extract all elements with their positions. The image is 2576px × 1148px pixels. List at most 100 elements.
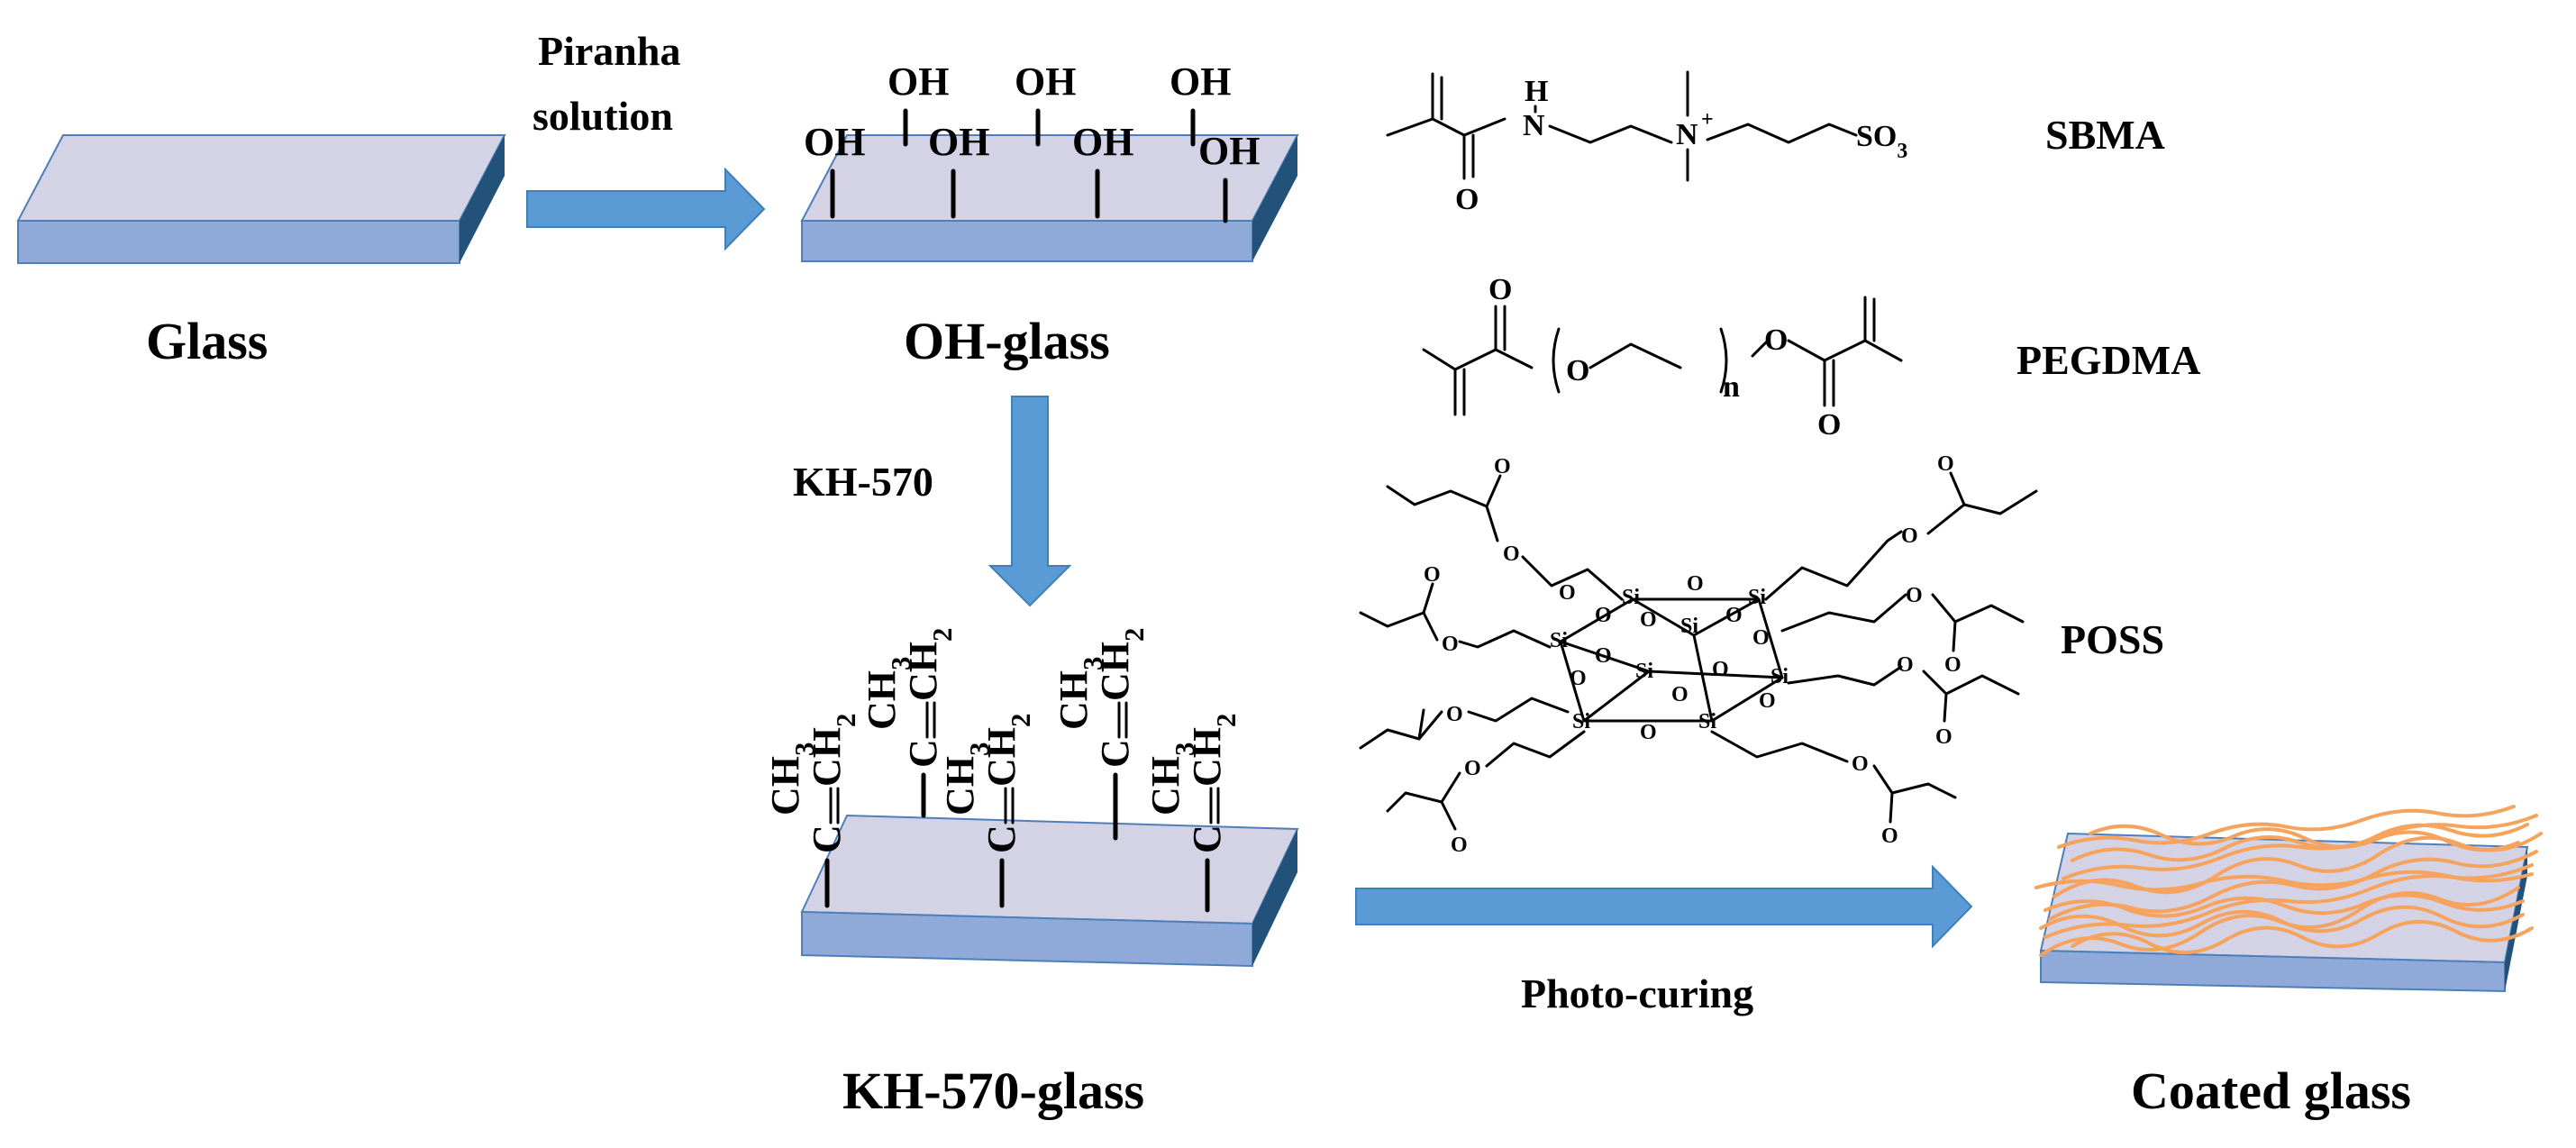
oh-group-3: OH <box>928 120 989 164</box>
coated-glass-plate <box>2039 832 2529 993</box>
glass-plate <box>16 134 506 264</box>
coating-fiber <box>2044 893 2525 918</box>
poss-arm8-co: O <box>1881 825 1898 848</box>
poss-o-4: O <box>1640 608 1657 632</box>
photo-curing-arrow <box>1355 864 1973 949</box>
sbma-carbonyl-o: O <box>1455 183 1479 216</box>
poss-o-11: O <box>1671 683 1689 706</box>
poss-arm7-o: O <box>1464 757 1481 780</box>
poss-o-10: O <box>1640 721 1657 744</box>
oh-group-5: OH <box>1072 120 1133 164</box>
poss-arm6-co: O <box>1935 725 1952 749</box>
piranha-label-line2: solution <box>532 93 673 139</box>
poss-arm1-co: O <box>1494 455 1511 478</box>
sbma-h: H <box>1525 75 1548 108</box>
coated-glass-label: Coated glass <box>2131 1061 2411 1120</box>
pegdma-o-ether: O <box>1566 354 1589 387</box>
poss-name: POSS <box>2061 616 2164 662</box>
poss-si-8: Si <box>1698 710 1716 733</box>
methacrylate-groups: C CH2 CH3 C CH2 CH3 C CH2 CH3 C CH2 <box>763 628 1242 913</box>
poss-arm4-o: O <box>1906 584 1923 607</box>
coating-fiber <box>2071 920 2534 954</box>
poss-o-7: O <box>1712 658 1729 681</box>
pegdma-o-right-carbonyl: O <box>1817 408 1841 442</box>
carbon-1: C <box>805 825 849 853</box>
coating-fiber <box>2071 823 2529 862</box>
methylene-5: CH2 <box>1185 714 1242 787</box>
methyl-1: CH3 <box>763 743 820 815</box>
poss-si-1: Si <box>1622 586 1640 609</box>
poss-arm2-o: O <box>1901 524 1918 548</box>
methyl-2: CH3 <box>860 657 916 730</box>
poss-arm1-o: O <box>1503 542 1520 566</box>
poss-structure: Si Si Si Si Si Si Si Si O O O O O O O O … <box>1359 452 2164 857</box>
sbma-name: SBMA <box>2045 112 2165 158</box>
oh-glass-label: OH-glass <box>904 312 1110 370</box>
sbma-n-amide: N <box>1523 109 1545 142</box>
poss-arm4-co: O <box>1944 653 1962 677</box>
piranha-arrow <box>526 167 766 251</box>
oh-glass-plate <box>800 134 1299 262</box>
poss-o-9: O <box>1759 689 1776 713</box>
coating-fiber <box>2053 832 2543 898</box>
sbma-structure: O H N N + SO3 SBMA <box>1386 70 2165 216</box>
oh-group-4: OH <box>1015 59 1076 104</box>
poss-arm7-co: O <box>1451 834 1468 857</box>
poss-o-6: O <box>1752 626 1770 650</box>
poss-si-7: Si <box>1572 710 1590 733</box>
carbon-4: C <box>1093 739 1137 768</box>
pegdma-o-ester: O <box>1764 323 1788 357</box>
poss-si-2: Si <box>1748 586 1766 609</box>
pegdma-o-left-carbonyl: O <box>1488 273 1512 306</box>
polymer-coating-fibers <box>2034 805 2543 957</box>
coating-fiber <box>2034 870 2534 892</box>
poss-o-2: O <box>1595 604 1612 627</box>
kh570-glass-plate <box>800 814 1299 968</box>
poss-arm3-o: O <box>1442 633 1459 656</box>
coating-fiber <box>2062 814 2538 880</box>
kh570-label: KH-570 <box>793 459 933 505</box>
pegdma-name: PEGDMA <box>2016 337 2200 383</box>
poss-si-6: Si <box>1770 665 1789 688</box>
methylene-1: CH2 <box>805 714 861 787</box>
poss-arm8-o: O <box>1852 752 1869 776</box>
methylene-3: CH2 <box>979 714 1036 787</box>
carbon-3: C <box>979 825 1024 853</box>
sbma-so3: SO3 <box>1856 120 1907 163</box>
poss-o-12: O <box>1559 581 1576 605</box>
sbma-plus: + <box>1701 108 1714 132</box>
poss-o-1: O <box>1687 572 1704 596</box>
piranha-label-line1: Piranha <box>538 28 680 74</box>
poss-arm6-o: O <box>1897 653 1914 677</box>
pegdma-n: n <box>1723 370 1740 404</box>
oh-group-6: OH <box>1170 59 1231 104</box>
coating-fiber <box>2039 905 2525 938</box>
methylene-4: CH2 <box>1093 628 1150 701</box>
carbon-5: C <box>1185 825 1229 853</box>
glass-label: Glass <box>146 312 268 370</box>
kh570-glass-label: KH-570-glass <box>842 1061 1144 1120</box>
oh-group-7: OH <box>1198 129 1260 173</box>
poss-o-8: O <box>1570 667 1587 690</box>
methyl-3: CH3 <box>938 743 995 815</box>
methyl-5: CH3 <box>1143 743 1200 815</box>
poss-arm5-o: O <box>1446 703 1463 726</box>
coating-fiber <box>2048 850 2538 921</box>
poss-o-5: O <box>1595 644 1612 668</box>
poss-arm3-co: O <box>1424 563 1441 587</box>
poss-si-4: Si <box>1550 629 1568 652</box>
sbma-n-quaternary: N <box>1676 118 1698 151</box>
hydroxyl-groups: OH OH OH OH OH OH OH <box>804 59 1260 223</box>
coating-fiber <box>2089 824 2520 852</box>
poss-o-3: O <box>1725 604 1743 627</box>
carbon-2: C <box>901 739 945 768</box>
kh570-arrow <box>988 396 1072 607</box>
methyl-4: CH3 <box>1051 657 1108 730</box>
photo-curing-label: Photo-curing <box>1521 970 1753 1016</box>
poss-si-3: Si <box>1680 615 1698 638</box>
oh-group-1: OH <box>804 120 865 164</box>
coating-fiber <box>2057 805 2516 849</box>
pegdma-structure: O O n O O PEGDMA <box>1422 273 2200 442</box>
